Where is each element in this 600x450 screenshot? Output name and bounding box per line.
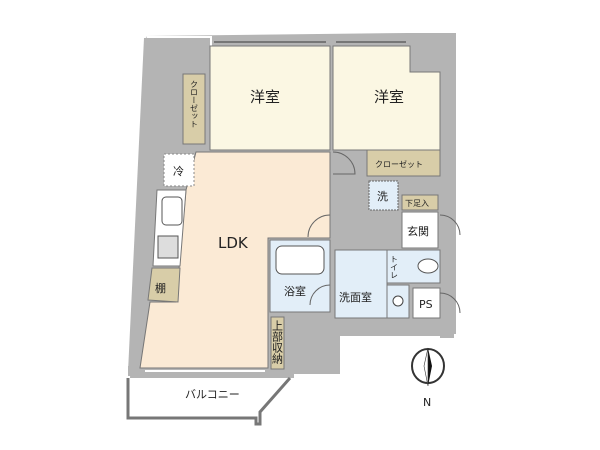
washroom-label: 洗面室 [339,290,372,304]
wall-bottom-center [285,312,340,374]
upper-storage-label: 上部収納 [271,320,284,365]
closet-right [366,149,441,177]
western-room-1 [209,45,331,151]
shelf-label: 棚 [155,281,166,295]
wall-left-slant [128,38,152,372]
refrigerator-space [163,153,195,187]
drain-icon [392,295,404,307]
upper-storage [270,316,285,370]
toilet-icon [417,258,439,274]
ldk-label: LDK [218,234,249,252]
door-arc [309,284,331,306]
shoe-storage [401,194,439,211]
washer-space [368,180,399,211]
entrance [401,211,439,249]
washer-label: 洗 [377,190,388,203]
entrance-label: 玄関 [407,224,429,238]
balcony-outline [126,377,292,426]
western-room-2-label: 洋室 [374,88,404,106]
toilet-label: トイレ [390,255,399,279]
door-arc [439,292,461,314]
pipe-space-label: PS [419,298,433,311]
door-arc [439,214,461,236]
stove-icon [157,235,179,259]
pipe-space [412,287,441,319]
wall-top [144,38,210,52]
door-arc [332,151,356,175]
washroom [334,249,388,319]
refrigerator-label: 冷 [173,165,184,178]
balcony-label: バルコニー [185,388,240,401]
shoe-storage-label: 下足入 [405,199,429,208]
door-arc [307,214,331,238]
compass-north-label: N [423,396,431,409]
bathroom-label: 浴室 [284,284,306,298]
closet-left-label: クローゼット [190,80,199,128]
wall-bottom-right [338,318,454,336]
compass-icon [411,347,445,387]
wall-right [440,38,454,338]
western-room-1-label: 洋室 [250,88,280,106]
closet-right-label: クローゼット [375,159,423,169]
bathtub-icon [275,245,325,275]
shelf [147,267,181,303]
closet-left [182,73,206,145]
sink-icon [161,196,183,226]
western-room-2 [332,45,441,151]
